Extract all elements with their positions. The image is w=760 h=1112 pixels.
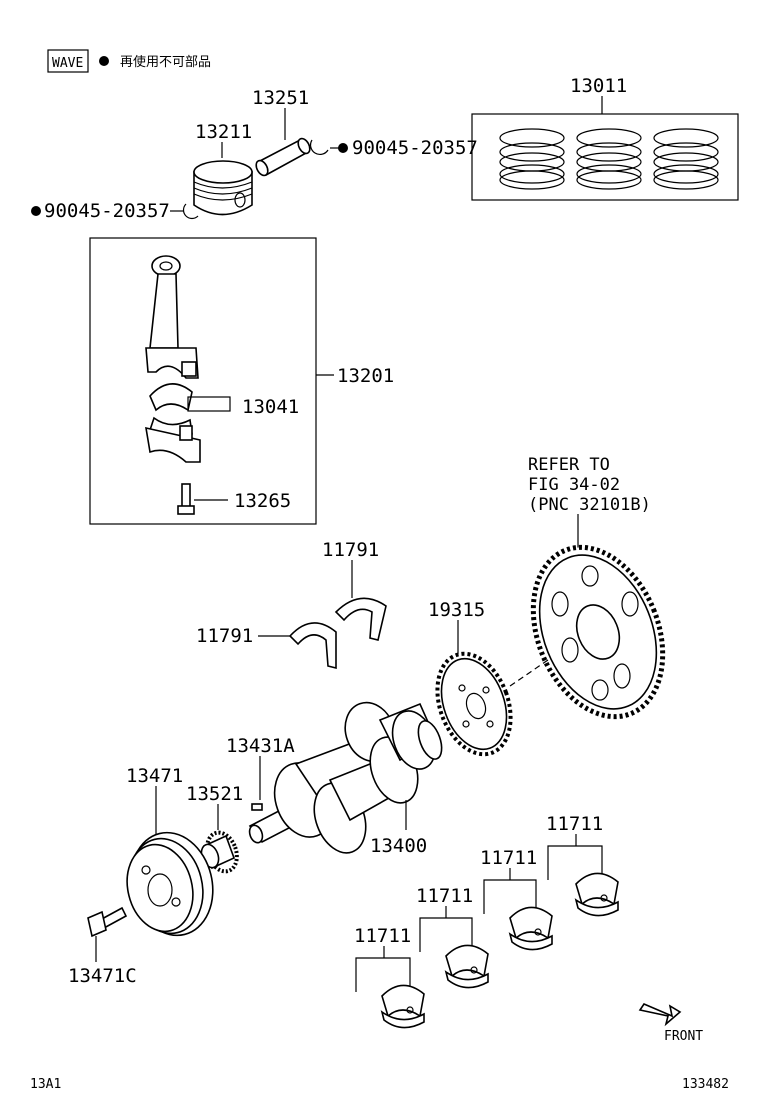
label-13400[interactable]: 13400 <box>370 835 427 857</box>
crankshaft-icon <box>248 701 443 854</box>
thrust-washer-icon <box>288 622 337 670</box>
front-arrow-icon <box>638 1003 682 1027</box>
label-90045-b[interactable]: 90045-20357 <box>44 200 170 222</box>
drive-plate-icon <box>435 651 513 757</box>
label-13471C[interactable]: 13471C <box>68 965 137 987</box>
label-13471[interactable]: 13471 <box>126 765 183 787</box>
refer-line-2: FIG 34-02 <box>528 475 620 495</box>
label-13011[interactable]: 13011 <box>570 75 627 97</box>
piston-ring-icon <box>499 128 719 190</box>
legend-text: 再使用不可部品 <box>120 54 211 70</box>
crank-pulley-icon <box>126 831 214 937</box>
thrust-washer-icon <box>334 597 387 641</box>
label-11711-c[interactable]: 11711 <box>416 885 473 907</box>
piston-ring-box <box>471 113 739 201</box>
piston-icon <box>193 160 253 216</box>
crank-key-icon <box>251 803 263 811</box>
piston-pin-icon <box>255 137 311 177</box>
label-13521[interactable]: 13521 <box>186 783 243 805</box>
main-bearing-icon <box>444 944 489 989</box>
rod-cap-icon <box>145 425 201 463</box>
refer-line-3: (PNC 32101B) <box>528 495 651 515</box>
label-13251[interactable]: 13251 <box>252 87 309 109</box>
non-reusable-dot-icon <box>99 56 109 66</box>
pulley-bolt-icon <box>87 906 128 938</box>
label-11791-a[interactable]: 11791 <box>322 539 379 561</box>
main-bearing-icon <box>574 872 619 917</box>
label-13265[interactable]: 13265 <box>234 490 291 512</box>
label-11711-b[interactable]: 11711 <box>480 847 537 869</box>
label-13201[interactable]: 13201 <box>337 365 394 387</box>
main-bearing-icon <box>508 906 553 951</box>
non-reusable-dot-icon <box>31 206 41 216</box>
snap-ring-icon <box>309 139 329 156</box>
snap-ring-icon <box>182 203 199 220</box>
rod-bolt-icon <box>177 483 195 515</box>
label-11791-b[interactable]: 11791 <box>196 625 253 647</box>
label-90045-a[interactable]: 90045-20357 <box>352 137 478 159</box>
label-19315[interactable]: 19315 <box>428 599 485 621</box>
main-bearing-icon <box>380 984 425 1029</box>
label-13041[interactable]: 13041 <box>242 396 299 418</box>
label-13431A[interactable]: 13431A <box>226 735 295 757</box>
connecting-rod-icon <box>145 255 199 379</box>
flywheel-icon <box>530 544 666 720</box>
label-11711-d[interactable]: 11711 <box>354 925 411 947</box>
refer-line-1: REFER TO <box>528 455 610 475</box>
wave-badge: WAVE <box>52 56 83 71</box>
label-13211[interactable]: 13211 <box>195 121 252 143</box>
wave-badge-box <box>47 49 89 73</box>
front-label: FRONT <box>664 1029 703 1044</box>
non-reusable-dot-icon <box>338 143 348 153</box>
connecting-rod-box <box>89 237 317 525</box>
label-11711-a[interactable]: 11711 <box>546 813 603 835</box>
footer-right: 133482 <box>682 1077 729 1092</box>
footer-left: 13A1 <box>30 1077 61 1092</box>
